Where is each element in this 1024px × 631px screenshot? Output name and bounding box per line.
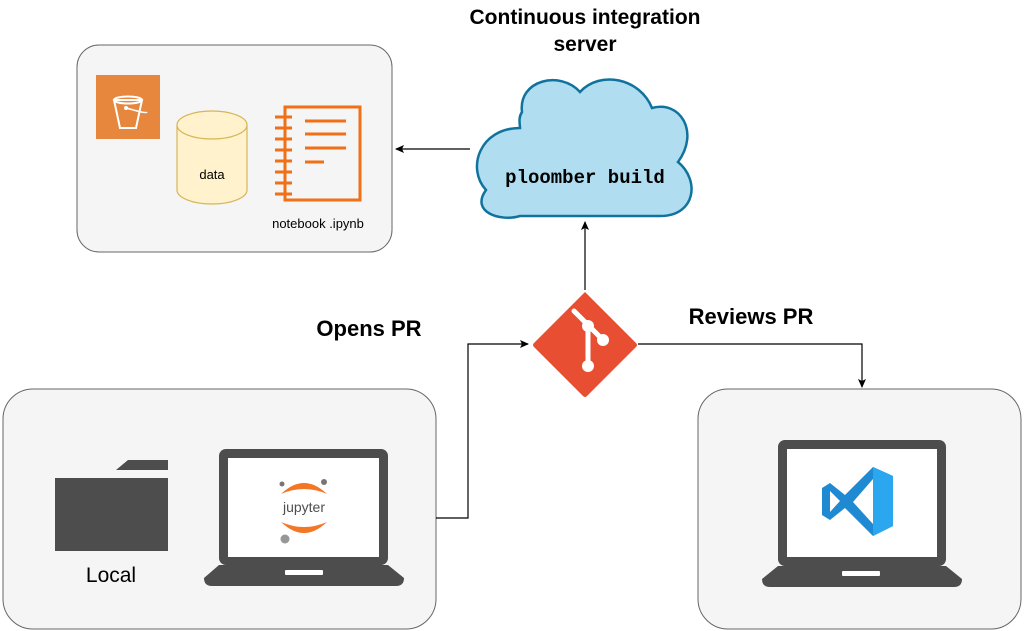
jupyter-label: jupyter [282,499,325,515]
ci-title-line1: Continuous integration [470,6,701,29]
notebook-label: notebook .ipynb [272,216,364,231]
opens-pr-label: Opens PR [316,316,421,341]
folder-icon: Local [55,460,168,587]
data-label: data [199,167,225,182]
arrow-local-to-git [436,340,529,519]
notebook-icon: notebook .ipynb [272,105,364,231]
laptop-icon [204,449,404,586]
arrow-git-to-reviewer [638,343,866,388]
git-icon [533,292,637,397]
database-icon: data [176,110,248,205]
jupyter-icon: jupyter [279,479,327,544]
ci-command: ploomber build [505,167,665,189]
ci-server-cloud: ploomber build [475,78,693,219]
local-label: Local [86,564,136,587]
vscode-icon [822,467,893,536]
ci-title-line2: server [553,33,616,56]
s3-bucket-icon [96,75,160,139]
reviews-pr-label: Reviews PR [689,304,814,329]
